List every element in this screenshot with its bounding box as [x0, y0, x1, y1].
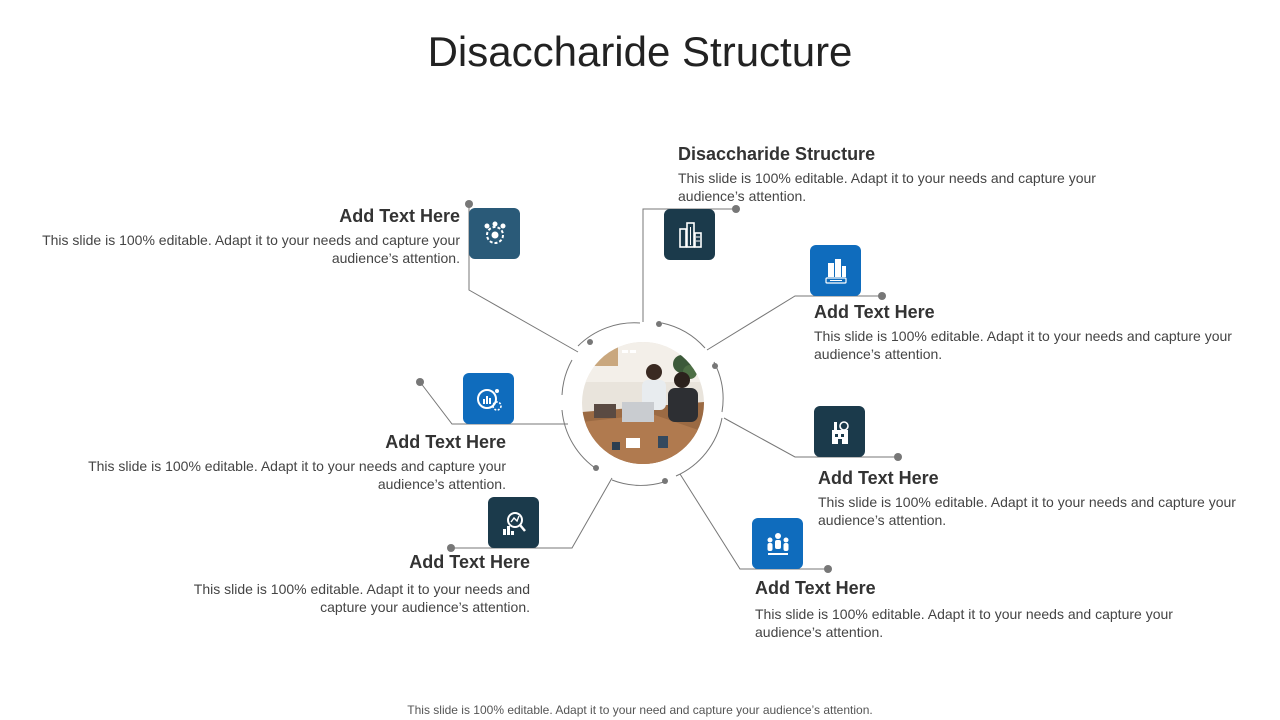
node-right-upper: Add Text Here This slide is 100% editabl…	[814, 302, 1234, 363]
ring-arc-top-left	[577, 322, 641, 347]
connector-dot	[732, 205, 740, 213]
node-right-lower-heading: Add Text Here	[755, 578, 876, 598]
connector-dot	[878, 292, 886, 300]
connector-dot	[824, 565, 832, 573]
node-left-middle-heading: Add Text Here	[385, 432, 506, 452]
node-right-middle-tile	[814, 406, 865, 457]
ring-arc-right	[713, 361, 724, 413]
ring-arc-top-right	[661, 322, 706, 349]
node-left-middle-tile	[463, 373, 514, 424]
team-gear-icon	[484, 221, 505, 244]
connector-dot	[894, 453, 902, 461]
node-right-upper-heading: Add Text Here	[814, 302, 935, 322]
node-top-left-heading: Add Text Here	[339, 206, 460, 226]
ring-dot	[662, 478, 668, 484]
node-top-body: This slide is 100% editable. Adapt it to…	[678, 170, 1096, 204]
buildings-icon	[678, 221, 702, 248]
node-left-lower-heading: Add Text Here	[409, 552, 530, 572]
node-top-tile	[664, 209, 715, 260]
ring-arc-bottom	[611, 479, 665, 486]
node-left-lower-tile	[488, 497, 539, 548]
node-top-heading: Disaccharide Structure	[678, 144, 876, 164]
people-group-icon	[767, 532, 788, 555]
node-top-left-body: This slide is 100% editable. Adapt it to…	[42, 232, 460, 266]
factory-icon	[831, 420, 849, 444]
search-chart-icon	[502, 511, 526, 535]
ring-dot	[587, 339, 593, 345]
connector-left-lower	[451, 477, 613, 549]
node-top-left-tile	[469, 208, 520, 259]
connector-right-middle	[723, 417, 898, 458]
node-left-middle-body: This slide is 100% editable. Adapt it to…	[88, 458, 506, 492]
ring-dot	[712, 363, 718, 369]
node-right-middle-heading: Add Text Here	[818, 468, 939, 488]
slide-title: Disaccharide Structure	[427, 28, 853, 75]
node-left-middle: Add Text Here This slide is 100% editabl…	[86, 432, 506, 493]
ring-dot	[593, 465, 599, 471]
node-right-middle: Add Text Here This slide is 100% editabl…	[818, 468, 1238, 529]
slide-footer: This slide is 100% editable. Adapt it to…	[407, 703, 873, 717]
node-right-lower-tile	[752, 518, 803, 569]
connector-right-upper	[706, 295, 882, 351]
connector-dot	[447, 544, 455, 552]
connector-dot	[416, 378, 424, 386]
analytics-gear-icon	[476, 388, 502, 411]
node-right-lower: Add Text Here This slide is 100% editabl…	[755, 578, 1175, 641]
connector-left-middle	[419, 381, 568, 425]
ring-arc-bottom-right	[675, 417, 723, 477]
center-photo	[582, 342, 704, 464]
node-right-lower-body: This slide is 100% editable. Adapt it to…	[755, 606, 1173, 640]
node-left-lower: Add Text Here This slide is 100% editabl…	[150, 552, 530, 616]
ring-arc-left	[561, 409, 599, 471]
node-right-upper-tile	[810, 245, 861, 296]
ring-arc-upper-left	[561, 359, 573, 396]
node-top: Disaccharide Structure This slide is 100…	[678, 144, 1098, 205]
city-year-icon	[824, 258, 847, 284]
connector-right-lower	[679, 473, 828, 570]
connector-dot	[465, 200, 473, 208]
node-left-lower-body: This slide is 100% editable. Adapt it to…	[193, 581, 530, 615]
ring-dot	[656, 321, 662, 327]
meeting-photo-image	[582, 342, 704, 464]
node-right-middle-body: This slide is 100% editable. Adapt it to…	[818, 494, 1236, 528]
node-right-upper-body: This slide is 100% editable. Adapt it to…	[814, 328, 1232, 362]
node-top-left: Add Text Here This slide is 100% editabl…	[40, 206, 460, 267]
